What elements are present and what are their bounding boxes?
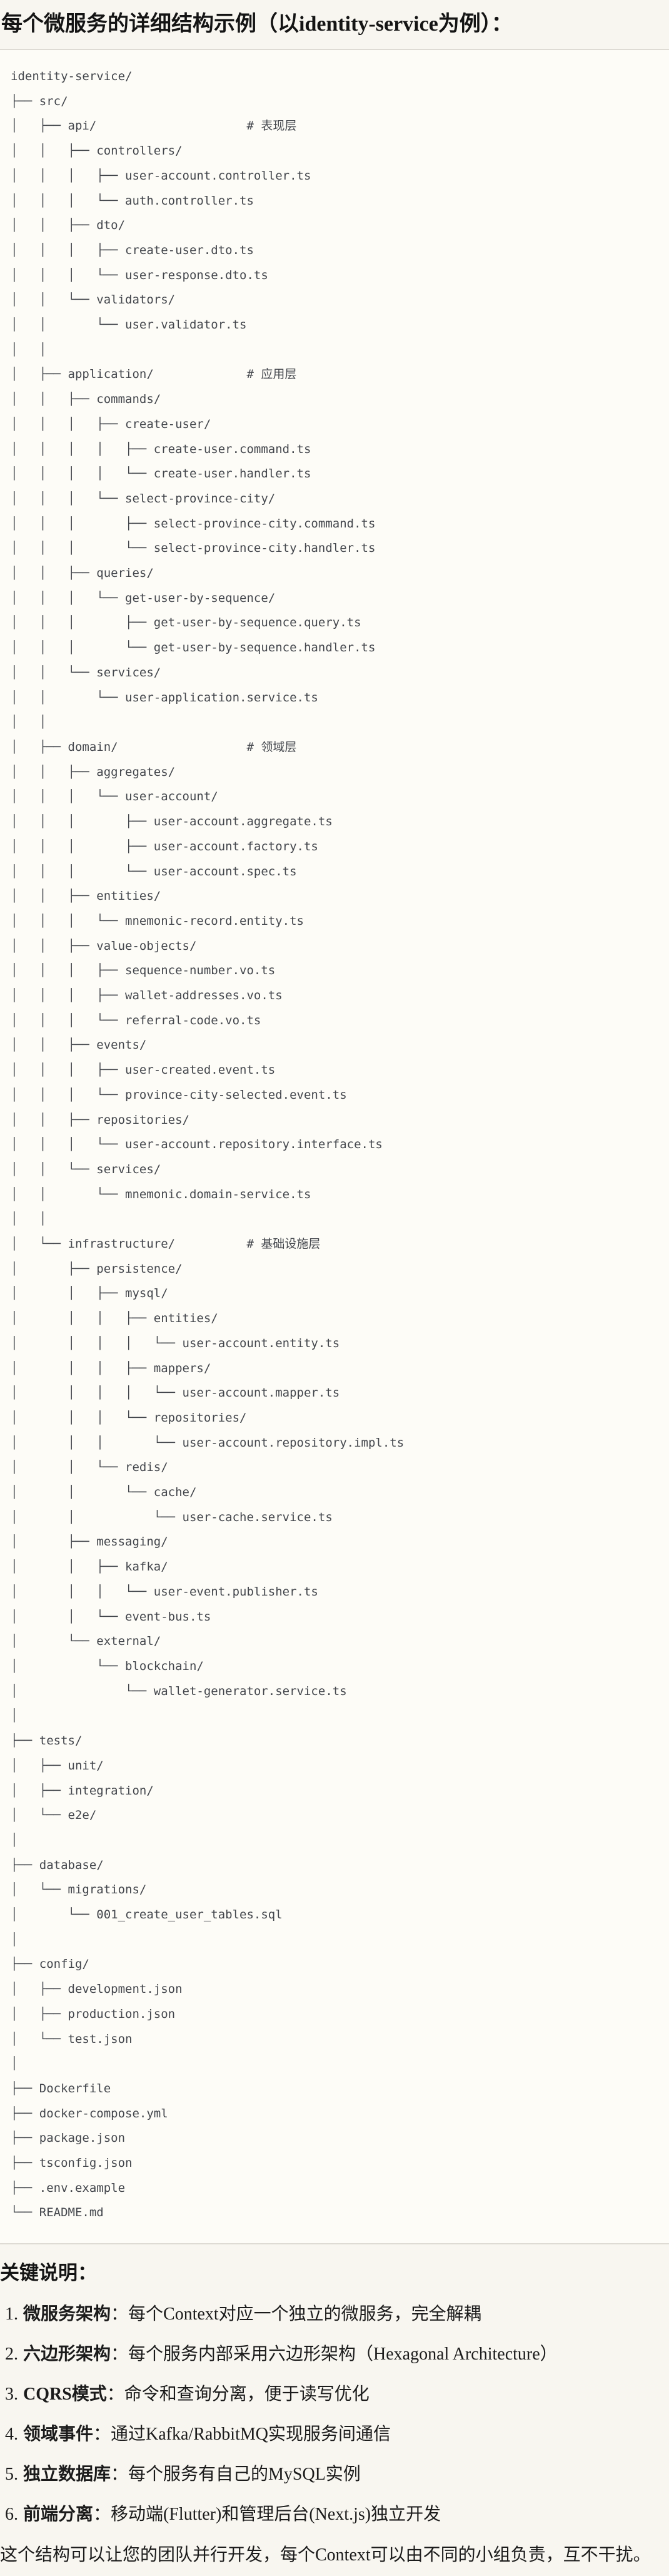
- directory-tree: identity-service/ ├── src/ │ ├── api/ # …: [11, 69, 405, 2220]
- note-item-term: 微服务架构: [23, 2304, 111, 2324]
- note-item-description: ：每个Context对应一个独立的微服务，完全解耦: [111, 2304, 481, 2324]
- note-item-description: ：每个服务内部采用六边形架构（Hexagonal Architecture）: [111, 2344, 558, 2364]
- notes-section: 关键说明： 1.微服务架构：每个Context对应一个独立的微服务，完全解耦 2.…: [0, 2261, 669, 2567]
- note-item-description: ：每个服务有自己的MySQL实例: [111, 2465, 361, 2484]
- page-title: 每个微服务的详细结构示例（以identity-service为例）：: [1, 13, 513, 36]
- note-item-number: 2.: [5, 2344, 18, 2364]
- note-item-3: 3. CQRS模式：命令和查询分离，便于读写优化: [0, 2383, 669, 2406]
- note-item-term: 领域事件: [23, 2425, 94, 2444]
- note-item-description: ：命令和查询分离，便于读写优化: [106, 2385, 370, 2404]
- note-item-4: 4. 领域事件：通过Kafka/RabbitMQ实现服务间通信: [0, 2423, 669, 2446]
- note-item-term: 前端分离: [23, 2505, 94, 2524]
- note-item-number: 5.: [5, 2465, 18, 2484]
- note-item-term: 独立数据库: [23, 2465, 111, 2484]
- note-item-number: 4.: [5, 2425, 18, 2444]
- notes-heading: 关键说明：: [0, 2262, 97, 2284]
- note-item-description: ：通过Kafka/RabbitMQ实现服务间通信: [93, 2425, 391, 2444]
- note-item-1: 1.微服务架构：每个Context对应一个独立的微服务，完全解耦: [0, 2303, 669, 2326]
- note-item-number: 6.: [5, 2505, 18, 2524]
- note-item-5: 5. 独立数据库：每个服务有自己的MySQL实例: [0, 2463, 669, 2486]
- note-item-term: CQRS模式: [23, 2385, 107, 2404]
- note-item-number: 3.: [5, 2385, 18, 2404]
- note-item-term: 六边形架构: [23, 2344, 111, 2364]
- note-item-description: ：移动端(Flutter)和管理后台(Next.js)独立开发: [93, 2505, 441, 2524]
- note-item-2: 2.六边形架构：每个服务内部采用六边形架构（Hexagonal Architec…: [0, 2343, 669, 2366]
- directory-tree-block: identity-service/ ├── src/ │ ├── api/ # …: [0, 49, 669, 2244]
- notes-footer: 这个结构可以让您的团队并行开发，每个Context可以由不同的小组负责，互不干扰…: [0, 2545, 651, 2565]
- note-item-6: 6. 前端分离：移动端(Flutter)和管理后台(Next.js)独立开发: [0, 2503, 669, 2526]
- note-item-number: 1.: [5, 2304, 18, 2324]
